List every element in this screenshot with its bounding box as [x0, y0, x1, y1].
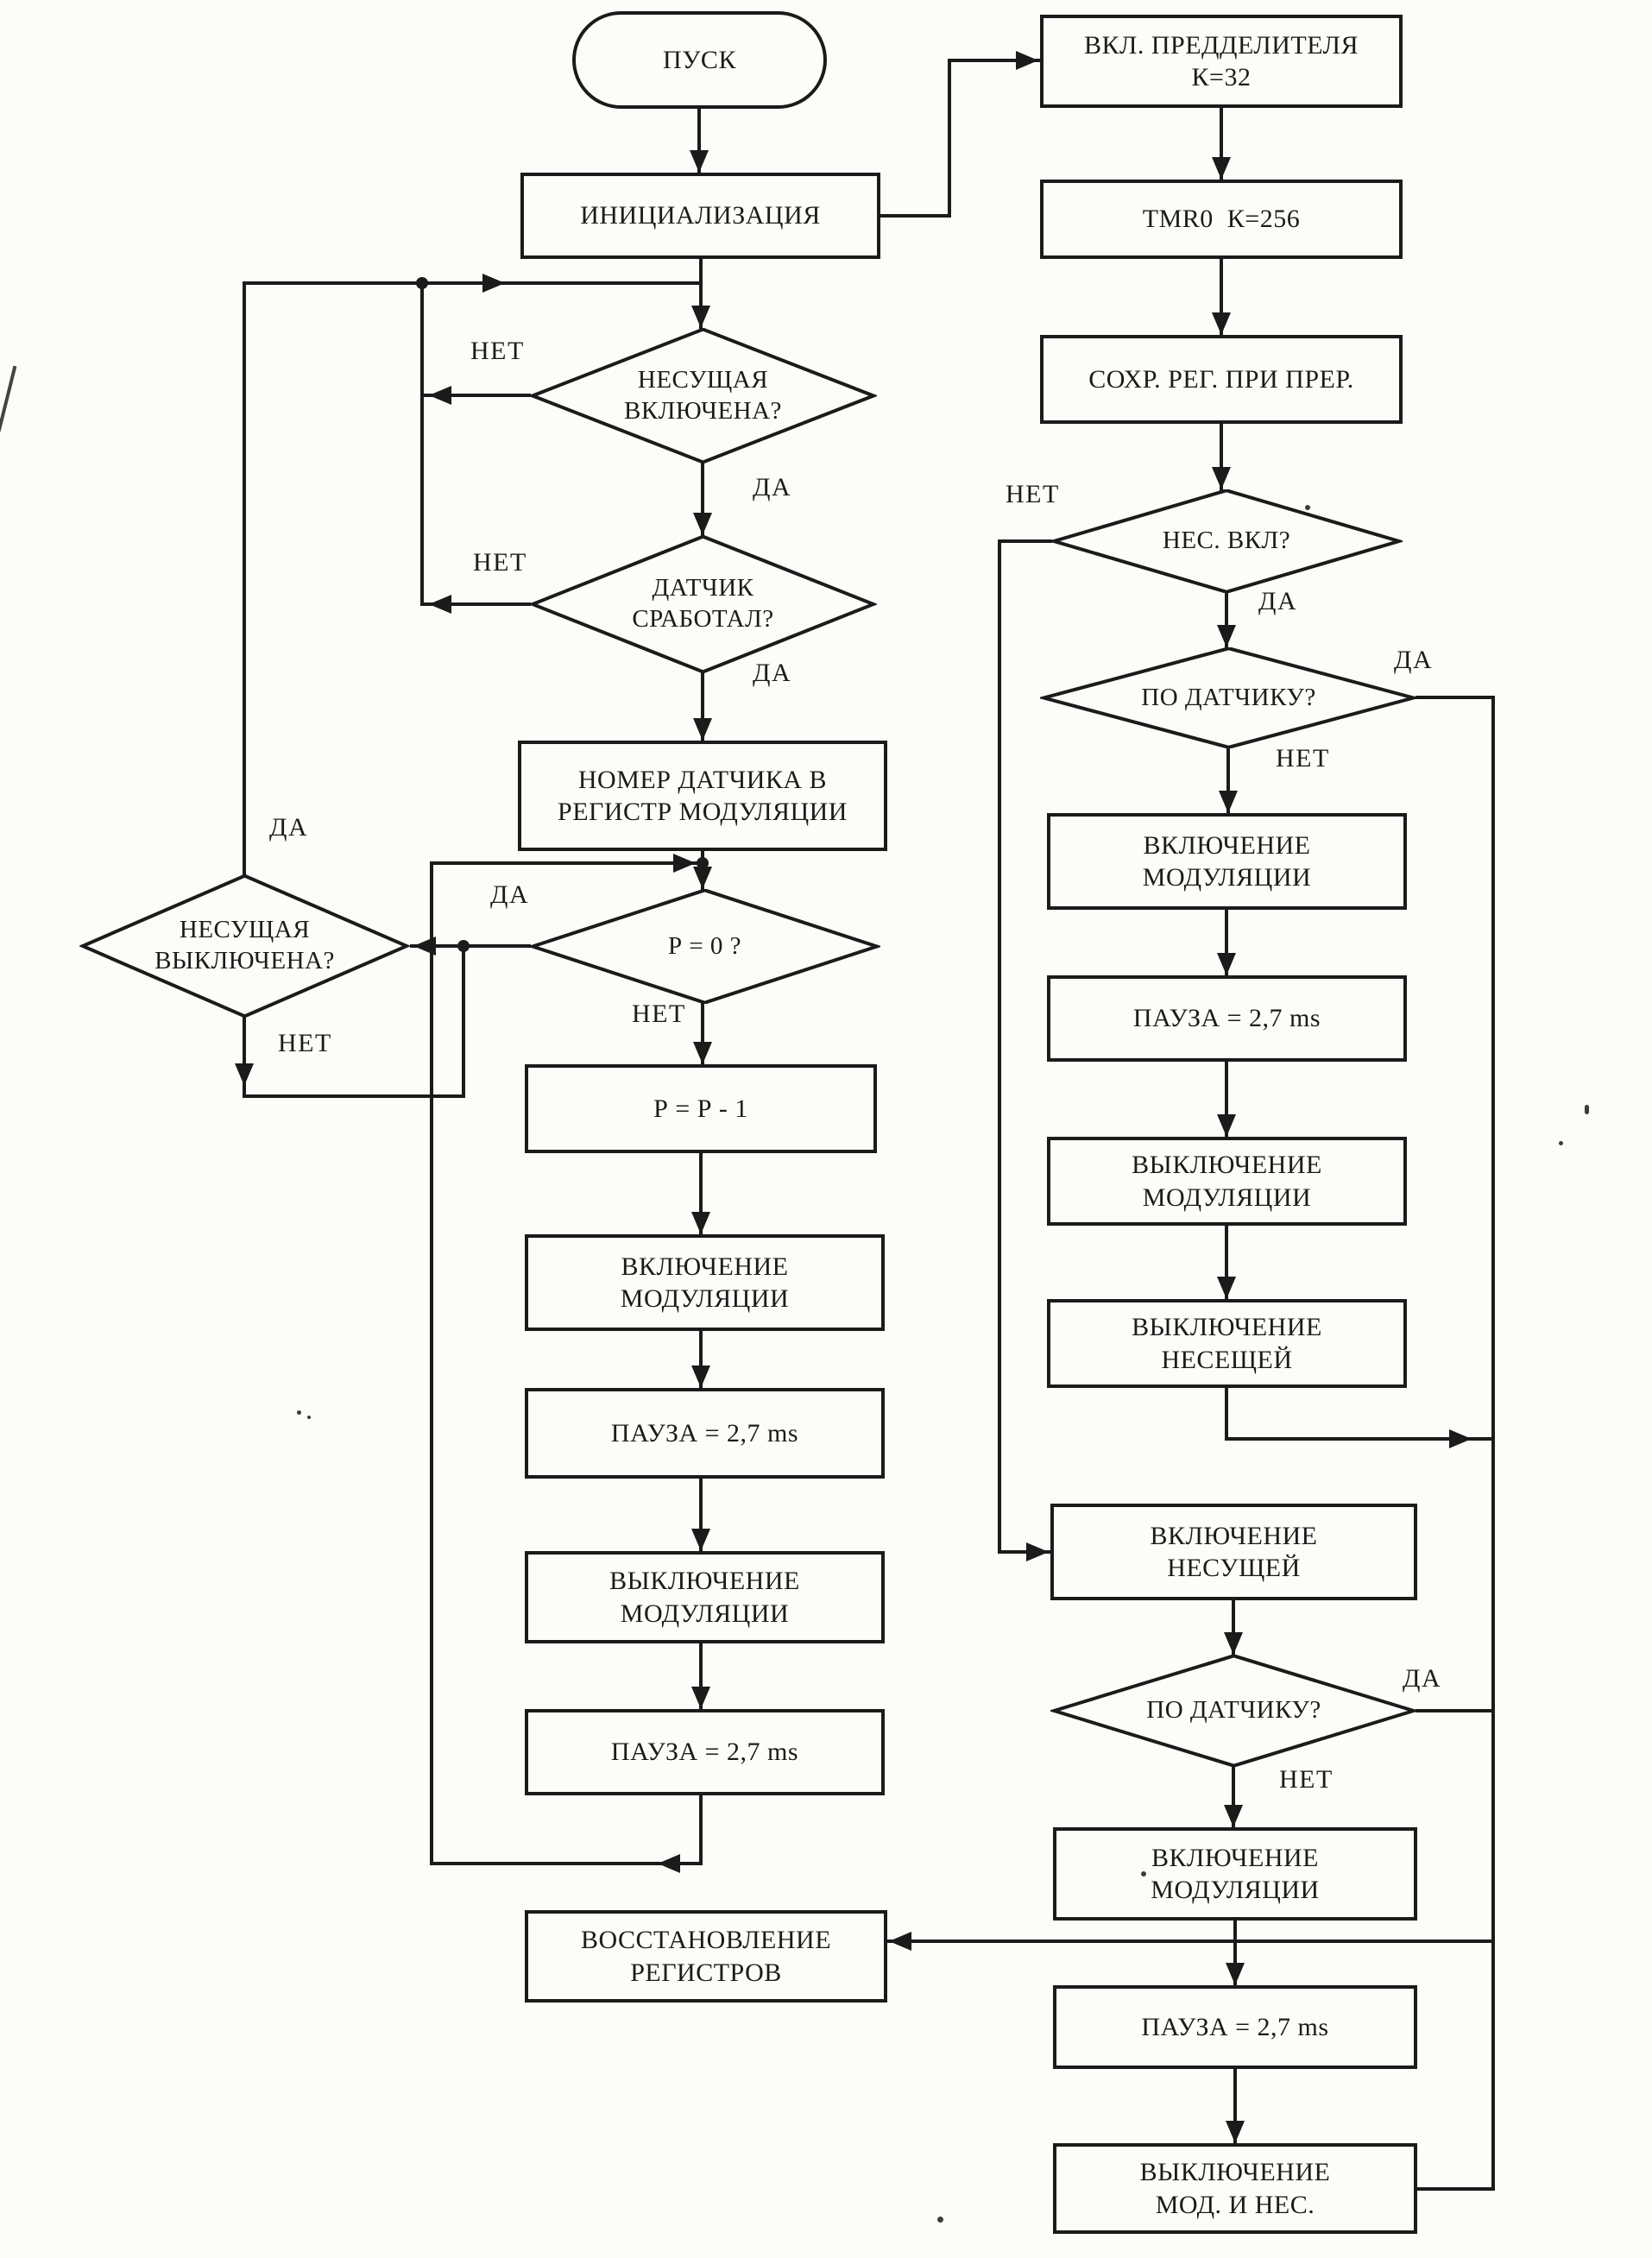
decision-carrier-on-2: НЕС. ВКЛ?: [1050, 489, 1403, 593]
process-restore-registers-label: ВОССТАНОВЛЕНИЕ РЕГИСТРОВ: [580, 1926, 832, 1987]
branch-label-yes-bysensor1: ДА: [1394, 646, 1434, 674]
process-modulation-on-left-label: ВКЛЮЧЕНИЕ МОДУЛЯЦИИ: [620, 1252, 790, 1313]
diamond-shape: [529, 535, 877, 673]
process-pause-r1: ПАУЗА = 2,7 ms: [1047, 975, 1407, 1062]
scan-speck: [937, 2217, 943, 2223]
branch-label-yes-carrierq2: ДА: [1258, 587, 1298, 615]
process-mod-and-carrier-off: ВЫКЛЮЧЕНИЕ МОД. И НЕС.: [1053, 2143, 1417, 2234]
process-mod-and-carrier-off-label: ВЫКЛЮЧЕНИЕ МОД. И НЕС.: [1139, 2158, 1331, 2219]
decision-by-sensor-1-label: ПО ДАТЧИКУ?: [1141, 683, 1316, 711]
scan-speck: [1559, 1141, 1563, 1145]
process-modulation-off-left-label: ВЫКЛЮЧЕНИЕ МОДУЛЯЦИИ: [609, 1567, 800, 1628]
process-modulation-off-r-label: ВЫКЛЮЧЕНИЕ МОДУЛЯЦИИ: [1132, 1151, 1322, 1212]
process-pause-left-1-label: ПАУЗА = 2,7 ms: [610, 1418, 799, 1448]
process-carrier-off-r-label: ВЫКЛЮЧЕНИЕ НЕСЕЩЕЙ: [1132, 1313, 1322, 1374]
diamond-shape: [1050, 489, 1403, 593]
diamond-shape: [1040, 647, 1417, 748]
scan-speck: [297, 1410, 301, 1415]
branch-label-yes-carrieroff: ДА: [269, 813, 309, 842]
process-modulation-on-r2-label: ВКЛЮЧЕНИЕ МОДУЛЯЦИИ: [1151, 1843, 1320, 1904]
decision-by-sensor-2-label: ПО ДАТЧИКУ?: [1146, 1696, 1321, 1725]
terminator-start: ПУСК: [572, 11, 827, 109]
decision-sensor-fired-label: ДАТЧИК СРАБОТАЛ?: [632, 574, 774, 633]
decision-carrier-off-label: НЕСУЩАЯ ВЫКЛЮЧЕНА?: [154, 916, 335, 974]
diamond-shape: [529, 889, 880, 1004]
scan-speck: [1141, 1871, 1146, 1876]
process-modulation-on-left: ВКЛЮЧЕНИЕ МОДУЛЯЦИИ: [525, 1234, 885, 1331]
process-p-decrement-label: Р = Р - 1: [653, 1094, 748, 1123]
branch-label-no-pzero: НЕТ: [632, 1000, 686, 1028]
edge-pause2-loopback: [430, 861, 703, 1865]
decision-carrier-on: НЕСУЩАЯ ВКЛЮЧЕНА?: [529, 328, 877, 464]
diamond-shape: [529, 328, 877, 464]
process-pause-r2: ПАУЗА = 2,7 ms: [1053, 1985, 1417, 2069]
scan-speck: [1305, 505, 1310, 510]
edge-carrieroffr-collector: [1225, 1386, 1495, 1441]
process-tmr0: TMR0 К=256: [1040, 180, 1403, 259]
diamond-shape: [79, 874, 410, 1018]
branch-label-no-carrierq2: НЕТ: [1006, 480, 1060, 508]
diamond-shape: [1050, 1655, 1417, 1767]
process-init-label: ИНИЦИАЛИЗАЦИЯ: [580, 201, 821, 230]
branch-label-yes-carrierq: ДА: [753, 473, 792, 501]
branch-label-no-carrieroff: НЕТ: [278, 1029, 332, 1057]
process-sensor-to-modreg-label: НОМЕР ДАТЧИКА В РЕГИСТР МОДУЛЯЦИИ: [558, 765, 848, 826]
process-carrier-off-r: ВЫКЛЮЧЕНИЕ НЕСЕЩЕЙ: [1047, 1299, 1407, 1388]
process-prescaler-on: ВКЛ. ПРЕДДЕЛИТЕЛЯ К=32: [1040, 15, 1403, 108]
branch-label-no-sensorq: НЕТ: [473, 548, 527, 577]
decision-carrier-off: НЕСУЩАЯ ВЫКЛЮЧЕНА?: [79, 874, 410, 1018]
edge-collector-vertical: [1416, 696, 1495, 2191]
decision-p-equals-zero: Р = 0 ?: [529, 889, 880, 1004]
branch-label-no-bysensor2: НЕТ: [1279, 1765, 1334, 1794]
junction-dots: [416, 277, 709, 952]
terminator-start-label: ПУСК: [663, 45, 736, 74]
branch-label-no-carrierq: НЕТ: [470, 337, 525, 365]
process-p-decrement: Р = Р - 1: [525, 1064, 877, 1153]
process-pause-left-1: ПАУЗА = 2,7 ms: [525, 1388, 885, 1479]
process-modulation-on-r1-label: ВКЛЮЧЕНИЕ МОДУЛЯЦИИ: [1142, 830, 1312, 892]
process-modulation-on-r2: ВКЛЮЧЕНИЕ МОДУЛЯЦИИ: [1053, 1827, 1417, 1921]
process-pause-r1-label: ПАУЗА = 2,7 ms: [1132, 1004, 1321, 1033]
process-carrier-on-r: ВКЛЮЧЕНИЕ НЕСУЩЕЙ: [1050, 1504, 1417, 1600]
process-modulation-off-left: ВЫКЛЮЧЕНИЕ МОДУЛЯЦИИ: [525, 1551, 885, 1643]
decision-carrier-on-label: НЕСУЩАЯ ВКЛЮЧЕНА?: [624, 365, 782, 425]
branch-label-yes-bysensor2: ДА: [1403, 1664, 1442, 1693]
decision-sensor-fired: ДАТЧИК СРАБОТАЛ?: [529, 535, 877, 673]
process-restore-registers: ВОССТАНОВЛЕНИЕ РЕГИСТРОВ: [525, 1910, 887, 2003]
edge-carrierq2-no-long: [998, 539, 1052, 1554]
process-pause-r2-label: ПАУЗА = 2,7 ms: [1141, 2012, 1329, 2041]
process-modulation-on-r1: ВКЛЮЧЕНИЕ МОДУЛЯЦИИ: [1047, 813, 1407, 910]
process-pause-left-2: ПАУЗА = 2,7 ms: [525, 1709, 885, 1795]
process-save-registers: СОХР. РЕГ. ПРИ ПРЕР.: [1040, 335, 1403, 424]
process-pause-left-2-label: ПАУЗА = 2,7 ms: [610, 1738, 799, 1767]
process-tmr0-label: TMR0 К=256: [1142, 205, 1301, 234]
process-sensor-to-modreg: НОМЕР ДАТЧИКА В РЕГИСТР МОДУЛЯЦИИ: [518, 741, 887, 851]
decision-by-sensor-2: ПО ДАТЧИКУ?: [1050, 1655, 1417, 1767]
branch-label-yes-sensorq: ДА: [753, 659, 792, 687]
decision-by-sensor-1: ПО ДАТЧИКУ?: [1040, 647, 1417, 748]
edge-carrieroffq-yes-up: [243, 281, 424, 876]
decision-carrier-on-2-label: НЕС. ВКЛ?: [1162, 527, 1291, 555]
process-modulation-off-r: ВЫКЛЮЧЕНИЕ МОДУЛЯЦИИ: [1047, 1137, 1407, 1226]
branch-label-yes-pzero: ДА: [490, 880, 530, 909]
decision-p-equals-zero-label: Р = 0 ?: [667, 931, 742, 960]
scan-speck: [307, 1416, 311, 1419]
edge-init-prescaler: [879, 59, 1040, 218]
process-prescaler-on-label: ВКЛ. ПРЕДДЕЛИТЕЛЯ К=32: [1083, 30, 1359, 91]
process-carrier-on-r-label: ВКЛЮЧЕНИЕ НЕСУЩЕЙ: [1150, 1521, 1318, 1582]
branch-label-no-bysensor1: НЕТ: [1276, 744, 1330, 773]
edge-carrieroffq-no-return: [243, 946, 465, 1098]
scan-speck: [1585, 1105, 1589, 1114]
process-save-registers-label: СОХР. РЕГ. ПРИ ПРЕР.: [1088, 364, 1354, 394]
process-init: ИНИЦИАЛИЗАЦИЯ: [520, 173, 880, 259]
arrowheads: [235, 51, 1472, 2143]
